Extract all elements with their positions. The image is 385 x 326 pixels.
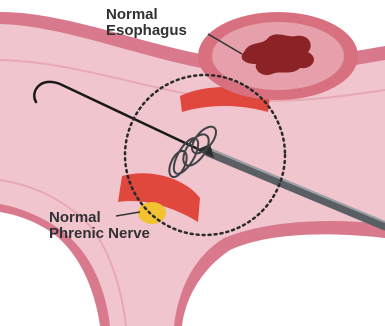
- phrenic-nerve-label: Normal Phrenic Nerve: [49, 210, 150, 242]
- esophagus-label: Normal Esophagus: [106, 7, 187, 39]
- esophagus-label-line2: Esophagus: [106, 23, 187, 39]
- phrenic-label-line2: Phrenic Nerve: [49, 226, 150, 242]
- phrenic-label-line1: Normal: [49, 210, 150, 226]
- esophagus-label-line1: Normal: [106, 7, 187, 23]
